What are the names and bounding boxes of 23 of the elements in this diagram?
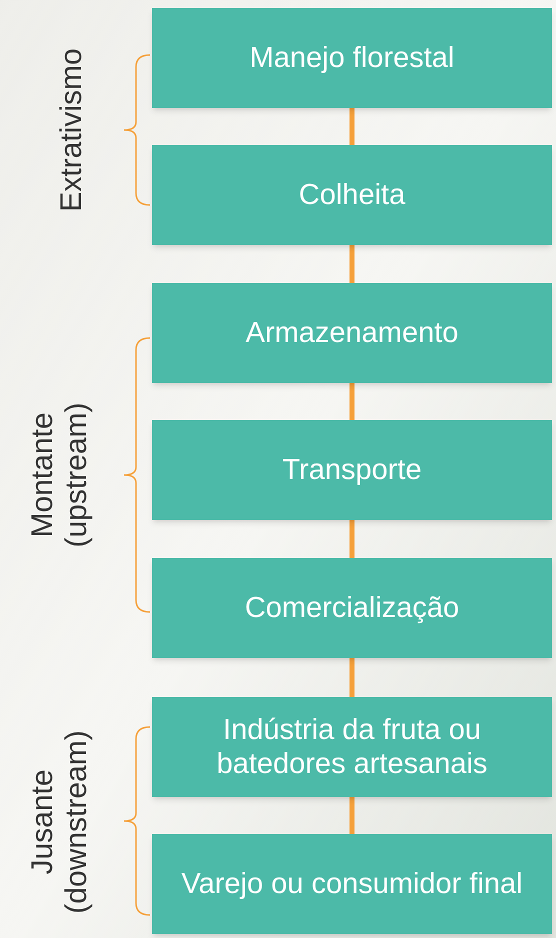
process-box — [152, 420, 552, 520]
connector-line — [350, 245, 354, 283]
connector-line — [350, 108, 354, 145]
process-box — [152, 834, 552, 934]
connector-line — [350, 520, 354, 558]
box-label: Varejo ou consumidor final — [181, 867, 523, 901]
process-box — [152, 697, 552, 797]
stage-label: Jusante (downstream) — [26, 729, 94, 916]
stage-label: Extrativismo — [55, 47, 89, 214]
box-label: Indústria da fruta ou batedores artesanais — [216, 713, 488, 781]
process-box — [152, 558, 552, 658]
process-box — [152, 145, 552, 245]
box-label: Colheita — [298, 178, 406, 212]
box-label: Comercialização — [244, 591, 460, 625]
process-box — [152, 8, 552, 108]
connector-line — [350, 383, 354, 420]
box-label: Transporte — [282, 453, 422, 487]
box-label: Manejo florestal — [250, 41, 454, 75]
connector-line — [350, 797, 354, 834]
box-label: Armazenamento — [246, 316, 458, 350]
process-box — [152, 283, 552, 383]
connector-line — [350, 658, 354, 697]
stage-label: Montante (upstream) — [26, 401, 94, 550]
